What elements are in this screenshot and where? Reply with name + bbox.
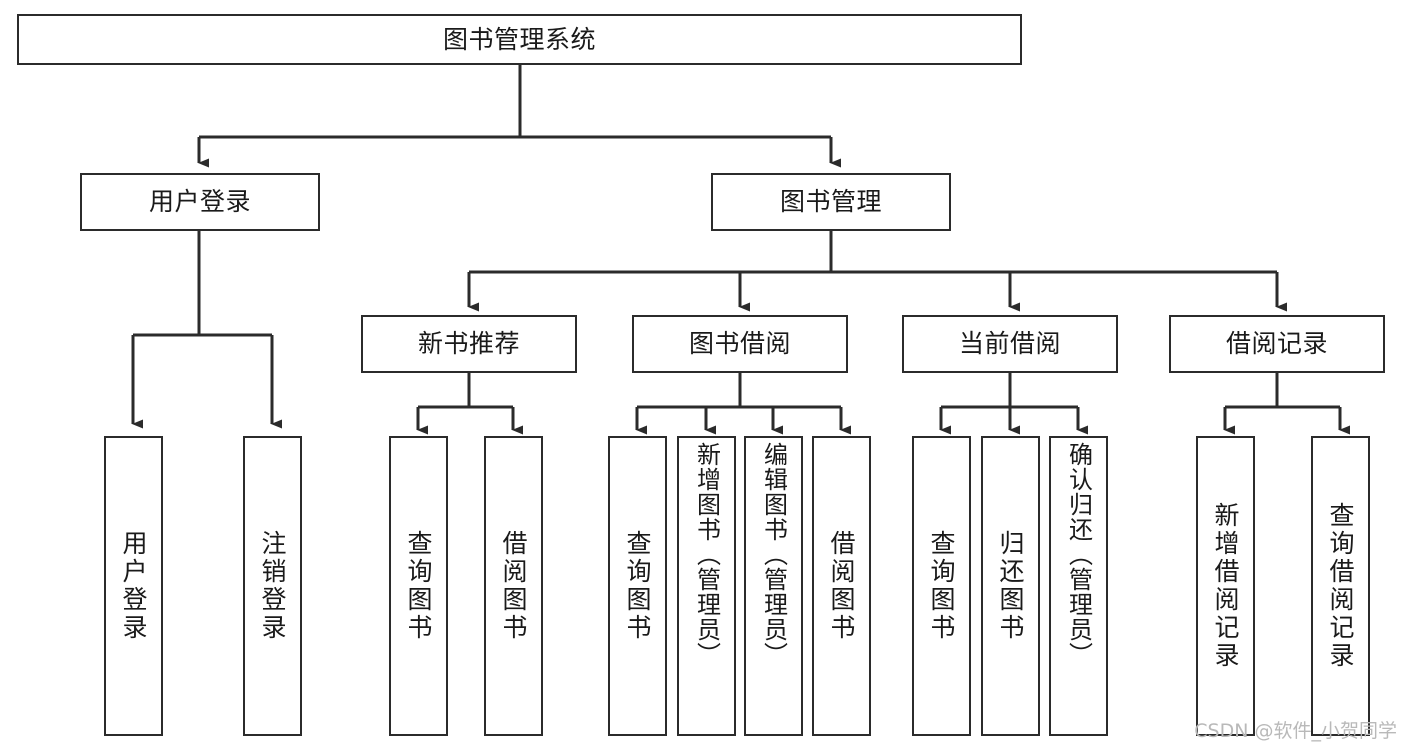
node-book-borrow[interactable]: 图书借阅 [632,315,848,373]
node-leaf-query-book-2[interactable]: 查询图书 [608,436,667,736]
node-label: 确认归还（管理员） [1064,442,1093,667]
node-leaf-edit-book[interactable]: 编辑图书（管理员） [744,436,803,736]
node-label: 归还图书 [996,530,1025,642]
node-root-system[interactable]: 图书管理系统 [17,14,1022,65]
node-book-manage[interactable]: 图书管理 [711,173,951,231]
node-leaf-return-book[interactable]: 归还图书 [981,436,1040,736]
csdn-watermark: CSDN @软件_小贺同学 [1194,720,1397,742]
node-new-book-recommend[interactable]: 新书推荐 [361,315,577,373]
node-leaf-borrow-book-1[interactable]: 借阅图书 [484,436,543,736]
node-current-borrow[interactable]: 当前借阅 [902,315,1118,373]
node-leaf-add-book[interactable]: 新增图书（管理员） [677,436,736,736]
node-borrow-record[interactable]: 借阅记录 [1169,315,1385,373]
node-label: 借阅记录 [1225,329,1328,358]
node-label: 新书推荐 [417,329,520,358]
node-label: 图书管理 [779,187,882,216]
node-leaf-query-book-1[interactable]: 查询图书 [389,436,448,736]
node-leaf-confirm-return[interactable]: 确认归还（管理员） [1049,436,1108,736]
node-label: 借阅图书 [499,530,528,642]
node-label: 编辑图书（管理员） [759,442,788,667]
node-label: 新增图书（管理员） [692,442,721,667]
node-label: 图书借阅 [688,329,791,358]
node-label: 用户登录 [119,530,148,642]
node-leaf-user-login[interactable]: 用户登录 [104,436,163,736]
node-leaf-add-record[interactable]: 新增借阅记录 [1196,436,1255,736]
node-label: 用户登录 [148,187,251,216]
node-label: 图书管理系统 [442,24,596,54]
node-leaf-user-logout[interactable]: 注销登录 [243,436,302,736]
node-label: 新增借阅记录 [1211,502,1240,670]
node-leaf-borrow-book-2[interactable]: 借阅图书 [812,436,871,736]
node-label: 借阅图书 [827,530,856,642]
node-label: 查询图书 [404,530,433,642]
node-label: 当前借阅 [958,329,1061,358]
node-label: 查询图书 [623,530,652,642]
node-user-login[interactable]: 用户登录 [80,173,320,231]
node-label: 注销登录 [258,530,287,642]
node-leaf-query-book-3[interactable]: 查询图书 [912,436,971,736]
node-leaf-query-record[interactable]: 查询借阅记录 [1311,436,1370,736]
node-label: 查询借阅记录 [1326,502,1355,670]
node-label: 查询图书 [927,530,956,642]
